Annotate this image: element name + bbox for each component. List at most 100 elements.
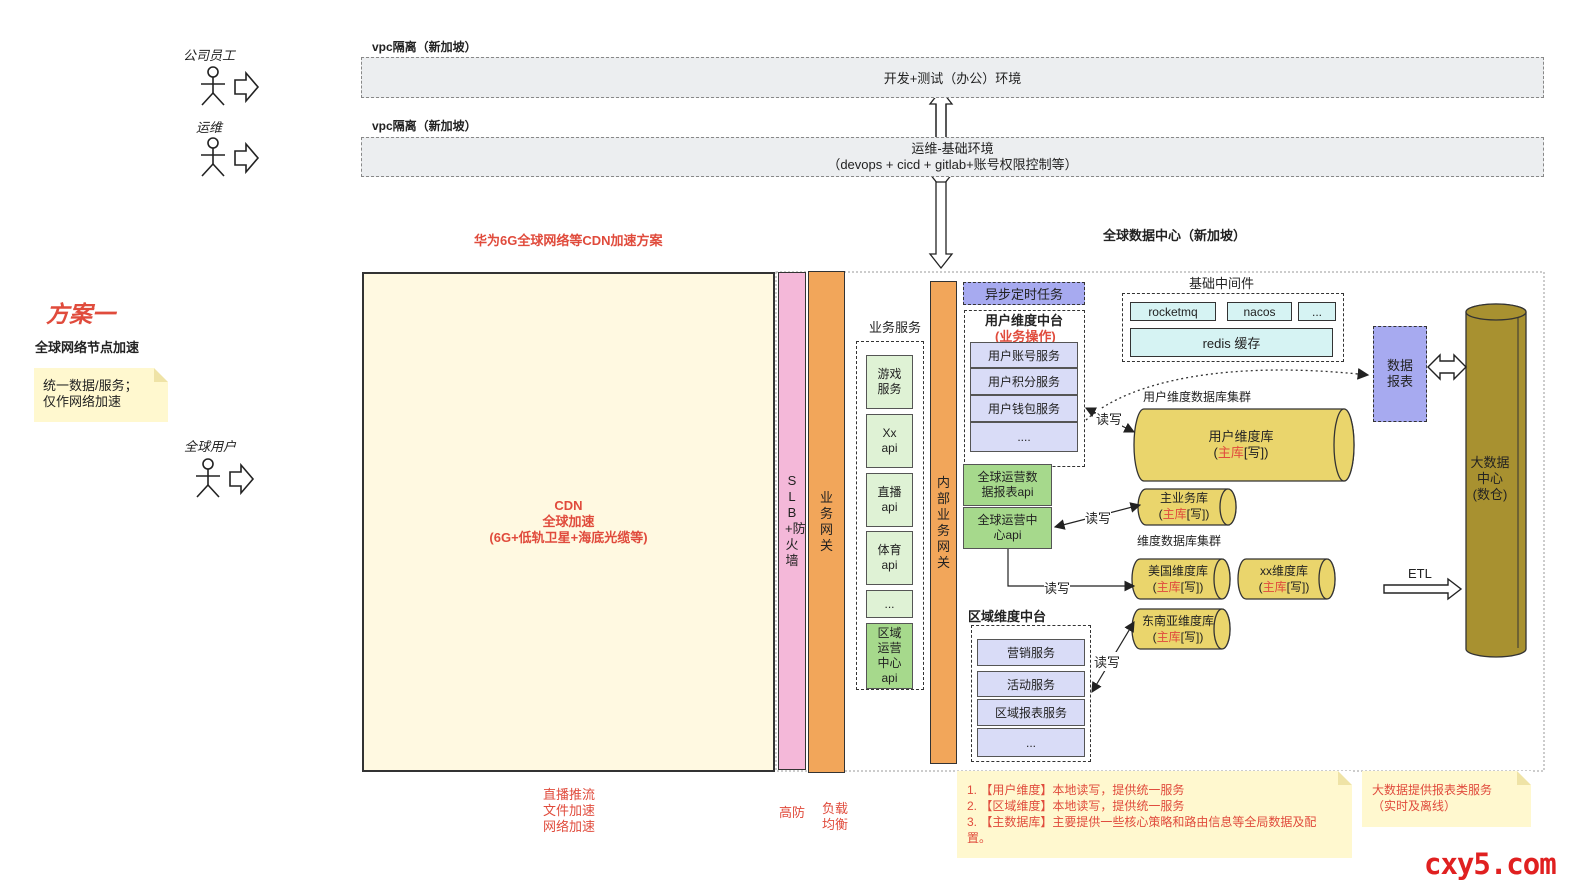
user-db-label: 用户维度库 (主库[写]) [1146, 429, 1336, 461]
big-data-cylinder [1465, 303, 1527, 658]
biz-db-role: (主库[写]) [1144, 506, 1224, 522]
dev-test-env-band: 开发+测试（办公）环境 [361, 57, 1544, 98]
plan-note: 统一数据/服务； 仅作网络加速 [34, 368, 168, 422]
global-ops-report-l1: 全球运营数 [977, 470, 1038, 484]
user-points-service[interactable]: 用户积分服务 [970, 368, 1078, 395]
ops-actor-icon [201, 137, 260, 177]
sea-db-name: 东南亚维度库 [1141, 614, 1214, 628]
marketing-service[interactable]: 营销服务 [977, 639, 1085, 666]
cdn-line2: 全球加速 [542, 514, 595, 529]
staff-label: 公司员工 [183, 48, 236, 63]
note-line3: 3. 【主数据库】主要提供一些核心策略和路由信息等全局数据及配 [967, 815, 1317, 829]
live-api[interactable]: 直播 api [866, 473, 913, 527]
user-more-service[interactable]: .... [970, 422, 1078, 452]
nacos-label: nacos [1243, 304, 1276, 319]
ops-label: 运维 [196, 120, 223, 135]
biz-gateway-caption-line1: 负载 [822, 801, 849, 816]
etl-arrow [1383, 577, 1463, 601]
global-ops-report-l2: 据报表api [981, 485, 1034, 499]
biz-db-name: 主业务库 [1159, 491, 1208, 505]
xx-db-role: (主库[写]) [1244, 579, 1324, 595]
user-db-cluster-label: 用户维度数据库集群 [1143, 390, 1252, 404]
region-ops-api-l2: 运营 [877, 641, 902, 655]
bigdata-note: 大数据提供报表类服务 （实时及离线） [1362, 771, 1531, 827]
dev-test-env-text: 开发+测试（办公）环境 [883, 71, 1022, 86]
us-db-write: [写]) [1180, 580, 1204, 594]
user-account-label: 用户账号服务 [987, 348, 1060, 363]
global-user-label: 全球用户 [184, 439, 237, 454]
note-fold-icon [154, 368, 168, 382]
more-biz-services[interactable]: ... [866, 590, 913, 618]
bigdata-note-line2: （实时及离线） [1372, 799, 1457, 813]
biz-db-label: 主业务库 (主库[写]) [1144, 490, 1224, 522]
middleware-group [1122, 293, 1344, 362]
internal-gateway-label: 内部业务网关 [936, 474, 950, 570]
sports-api[interactable]: 体育 api [866, 531, 913, 585]
xx-db-name: xx维度库 [1259, 564, 1308, 578]
biz-db-open: ( [1158, 507, 1163, 521]
nacos-box[interactable]: nacos [1227, 302, 1292, 321]
user-db-main: 主库 [1217, 445, 1244, 460]
async-task-box[interactable]: 异步定时任务 [963, 282, 1085, 305]
redis-cache-box[interactable]: redis 缓存 [1130, 328, 1333, 357]
activity-service[interactable]: 活动服务 [977, 671, 1085, 697]
user-wallet-service[interactable]: 用户钱包服务 [970, 395, 1078, 422]
data-report-box[interactable]: 数据 报表 [1373, 326, 1427, 422]
cdn-caption-line2: 文件加速 [543, 803, 596, 818]
global-ops-report-api[interactable]: 全球运营数 据报表api [963, 464, 1052, 506]
plan-note-line1: 统一数据/服务； [43, 378, 138, 393]
marketing-service-label: 营销服务 [1006, 646, 1055, 660]
region-more-service[interactable]: ... [977, 728, 1085, 757]
rw-label-user: 读写 [1096, 409, 1123, 428]
ops-env-band: 运维-基础环境 （devops + cicd + gitlab+账号权限控制等） [361, 137, 1544, 177]
async-task-label: 异步定时任务 [984, 287, 1063, 302]
sea-db-open: ( [1152, 630, 1157, 644]
ops-env-subtext: （devops + cicd + gitlab+账号权限控制等） [827, 157, 1078, 172]
bigdata-note-line1: 大数据提供报表类服务 [1372, 783, 1493, 797]
sea-db-label: 东南亚维度库 (主库[写]) [1132, 613, 1224, 645]
user-more-label: .... [1017, 430, 1031, 444]
watermark: cxy5.com [1424, 847, 1557, 881]
plan-subtitle: 全球网络节点加速 [35, 340, 140, 355]
etl-label: ETL [1408, 566, 1432, 581]
data-report-l1: 数据 [1386, 358, 1413, 373]
region-platform-group [971, 625, 1091, 762]
xx-api-label2: api [881, 441, 898, 455]
user-points-label: 用户积分服务 [987, 375, 1060, 389]
us-db-name: 美国维度库 [1147, 564, 1208, 578]
vpc-link-arrow [930, 90, 952, 178]
region-ops-api[interactable]: 区域 运营 中心 api [866, 623, 913, 689]
note-line1: 1. 【用户维度】本地读写，提供统一服务 [967, 783, 1185, 797]
global-ops-center-api[interactable]: 全球运营中 心api [963, 507, 1052, 549]
data-report-l2: 报表 [1386, 374, 1413, 389]
global-ops-center-l1: 全球运营中 [977, 513, 1038, 527]
game-service[interactable]: 游戏 服务 [866, 355, 913, 409]
biz-gateway-caption-line2: 均衡 [822, 817, 849, 832]
slb-firewall-box: SLB+防火墙 [778, 272, 806, 770]
us-db-open: ( [1152, 580, 1157, 594]
rocketmq-box[interactable]: rocketmq [1130, 302, 1216, 321]
vpc1-label: vpc隔离（新加坡） [372, 40, 477, 54]
redis-cache-label: redis 缓存 [1202, 336, 1261, 351]
region-report-service[interactable]: 区域报表服务 [977, 699, 1085, 726]
region-ops-api-l1: 区域 [877, 626, 902, 640]
live-api-label2: api [881, 500, 898, 514]
game-service-label: 游戏 [877, 367, 902, 381]
cdn-line3: (6G+低轨卫星+海底光缆等) [489, 530, 648, 545]
summary-note: 1. 【用户维度】本地读写，提供统一服务 2. 【区域维度】本地读写，提供统一服… [957, 771, 1352, 858]
region-ops-api-l4: api [881, 671, 898, 685]
dim-db-cluster-label: 维度数据库集群 [1137, 534, 1222, 548]
rw-label-sea: 读写 [1094, 652, 1121, 671]
cdn-plan-title: 华为6G全球网络等CDN加速方案 [474, 233, 663, 248]
user-account-service[interactable]: 用户账号服务 [970, 342, 1078, 368]
subtitle-open: ( [995, 329, 1000, 344]
xx-api[interactable]: Xx api [866, 414, 913, 468]
internal-gateway-box: 内部业务网关 [930, 281, 957, 764]
xx-db-cylinder [1237, 558, 1336, 600]
activity-service-label: 活动服务 [1006, 677, 1055, 692]
biz-db-main: 主库 [1162, 507, 1187, 521]
more-middleware-box[interactable]: ... [1298, 302, 1336, 321]
more-middleware-label: ... [1311, 304, 1322, 319]
note-line4: 置。 [967, 831, 992, 845]
